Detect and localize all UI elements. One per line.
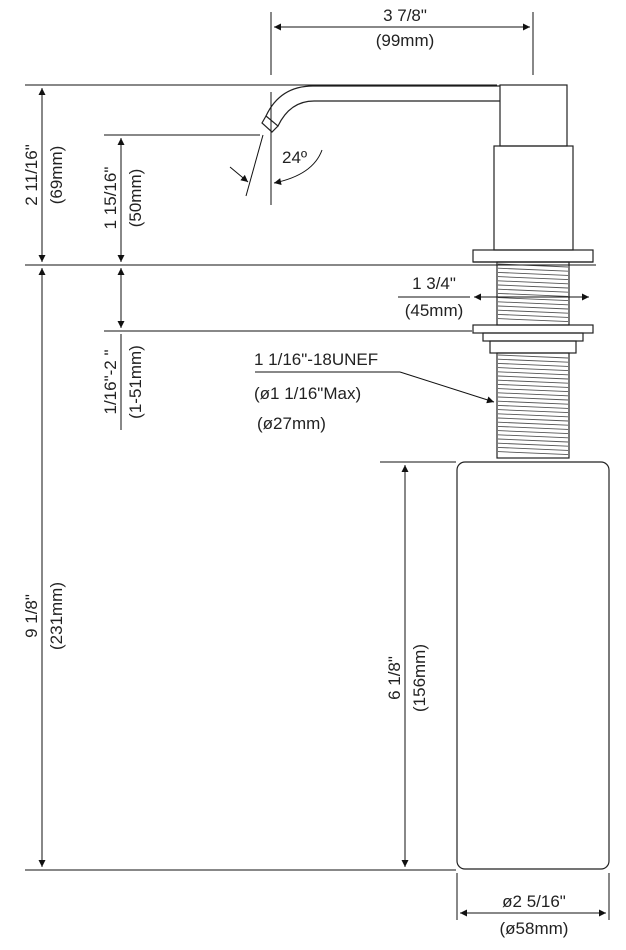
bottle-dia-mm: (ø58mm) — [500, 919, 569, 938]
thread-line — [497, 297, 569, 302]
spout-reach-mm: (99mm) — [376, 31, 435, 50]
spout-clearance-inch: 1 15/16" — [101, 167, 120, 230]
angle-arrow-right — [273, 149, 323, 186]
thread-line — [497, 438, 569, 443]
thread-max-dia-label: (ø1 1/16"Max) — [254, 384, 361, 403]
thread-line — [497, 284, 569, 289]
angle-arrow-left — [229, 166, 249, 183]
thread-line — [497, 288, 569, 293]
thread-line — [497, 434, 569, 439]
thread-line — [497, 292, 569, 297]
spout-reach-inch: 3 7/8" — [383, 6, 427, 25]
thread-line — [497, 354, 569, 359]
thread-line — [497, 400, 569, 405]
spout-clearance-mm: (50mm) — [126, 169, 145, 228]
thread-line — [497, 276, 569, 281]
threaded-shank — [496, 261, 570, 459]
thread-line — [497, 396, 569, 401]
spout-angle-label: 24º — [282, 148, 307, 167]
thread-line — [497, 271, 569, 276]
spout-height-inch: 2 11/16" — [22, 144, 41, 206]
thread-line — [497, 421, 569, 426]
total-below-mm: (231mm) — [47, 582, 66, 650]
thread-line — [497, 267, 569, 272]
thread-line — [497, 388, 569, 393]
thread-line — [497, 301, 569, 306]
pump-head — [261, 84, 574, 251]
extension-lines — [25, 12, 610, 920]
spout-height-mm: (69mm) — [47, 146, 66, 205]
thread-line — [497, 280, 569, 285]
dimension-lines — [38, 23, 606, 917]
bottle-dia-inch: ø2 5/16" — [502, 892, 566, 911]
thread-line — [497, 404, 569, 409]
flange-width-inch: 1 3/4" — [412, 274, 456, 293]
thread-line — [497, 358, 569, 363]
thread-line — [497, 451, 569, 456]
thread-line — [497, 409, 569, 414]
thread-leader — [399, 371, 495, 404]
thread-line — [497, 367, 569, 372]
thread-line — [497, 417, 569, 422]
thread-dia-mm-label: (ø27mm) — [257, 414, 326, 433]
counter-thickness-inch: 1/16"-2 " — [101, 350, 120, 415]
flange-width-mm: (45mm) — [405, 301, 464, 320]
thread-line — [497, 318, 569, 323]
total-below-inch: 9 1/8" — [22, 594, 41, 638]
thread-line — [497, 379, 569, 384]
thread-line — [497, 446, 569, 451]
thread-line — [497, 362, 569, 367]
thread-line — [497, 313, 569, 318]
thread-spec-label: 1 1/16"-18UNEF — [254, 350, 378, 369]
dimension-labels: 3 7/8" (99mm) 2 11/16" (69mm) 1 15/16" (… — [22, 6, 568, 938]
thread-line — [497, 305, 569, 310]
bottle-height-mm: (156mm) — [410, 644, 429, 712]
counter-thickness-mm: (1-51mm) — [126, 345, 145, 419]
thread-line — [497, 383, 569, 388]
thread-line — [497, 425, 569, 430]
thread-line — [497, 309, 569, 314]
thread-line — [497, 413, 569, 418]
thread-line — [497, 442, 569, 447]
thread-line — [497, 430, 569, 435]
thread-line — [497, 371, 569, 376]
thread-line — [497, 392, 569, 397]
bottle-height-inch: 6 1/8" — [385, 656, 404, 700]
thread-line — [497, 375, 569, 380]
soap-bottle — [456, 461, 610, 870]
